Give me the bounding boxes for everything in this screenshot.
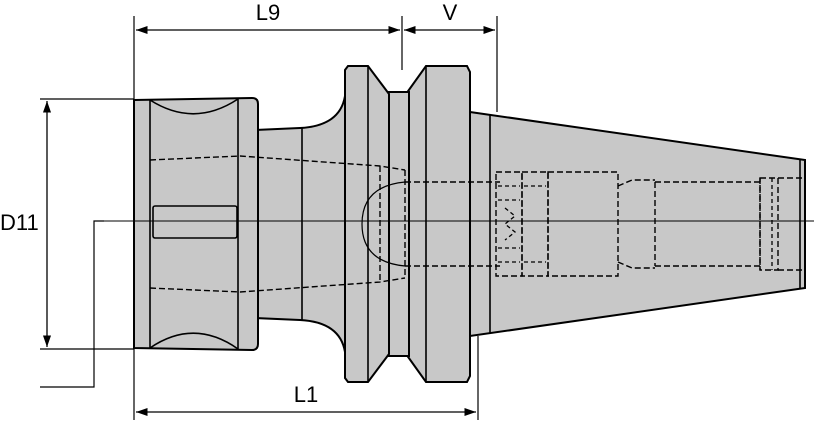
left-flange xyxy=(344,65,390,383)
label-d11: D11 xyxy=(0,210,39,235)
label-l1: L1 xyxy=(294,382,318,407)
collet-nut xyxy=(133,96,259,352)
taper-shank xyxy=(469,110,806,338)
neck xyxy=(254,95,346,353)
hidden-internals xyxy=(149,155,804,293)
holder-body xyxy=(133,65,806,383)
visible-edges xyxy=(149,66,801,382)
label-l9: L9 xyxy=(256,0,280,25)
dimension-l9: L9 xyxy=(136,0,400,35)
axis-leader xyxy=(40,220,104,388)
dimension-l1: L1 xyxy=(136,382,476,417)
dimension-v: V xyxy=(404,0,495,35)
right-flange xyxy=(405,65,471,383)
dimension-d11: D11 xyxy=(0,101,52,347)
label-v: V xyxy=(443,0,458,25)
drive-slot xyxy=(152,205,238,239)
extension-lines xyxy=(40,16,498,420)
